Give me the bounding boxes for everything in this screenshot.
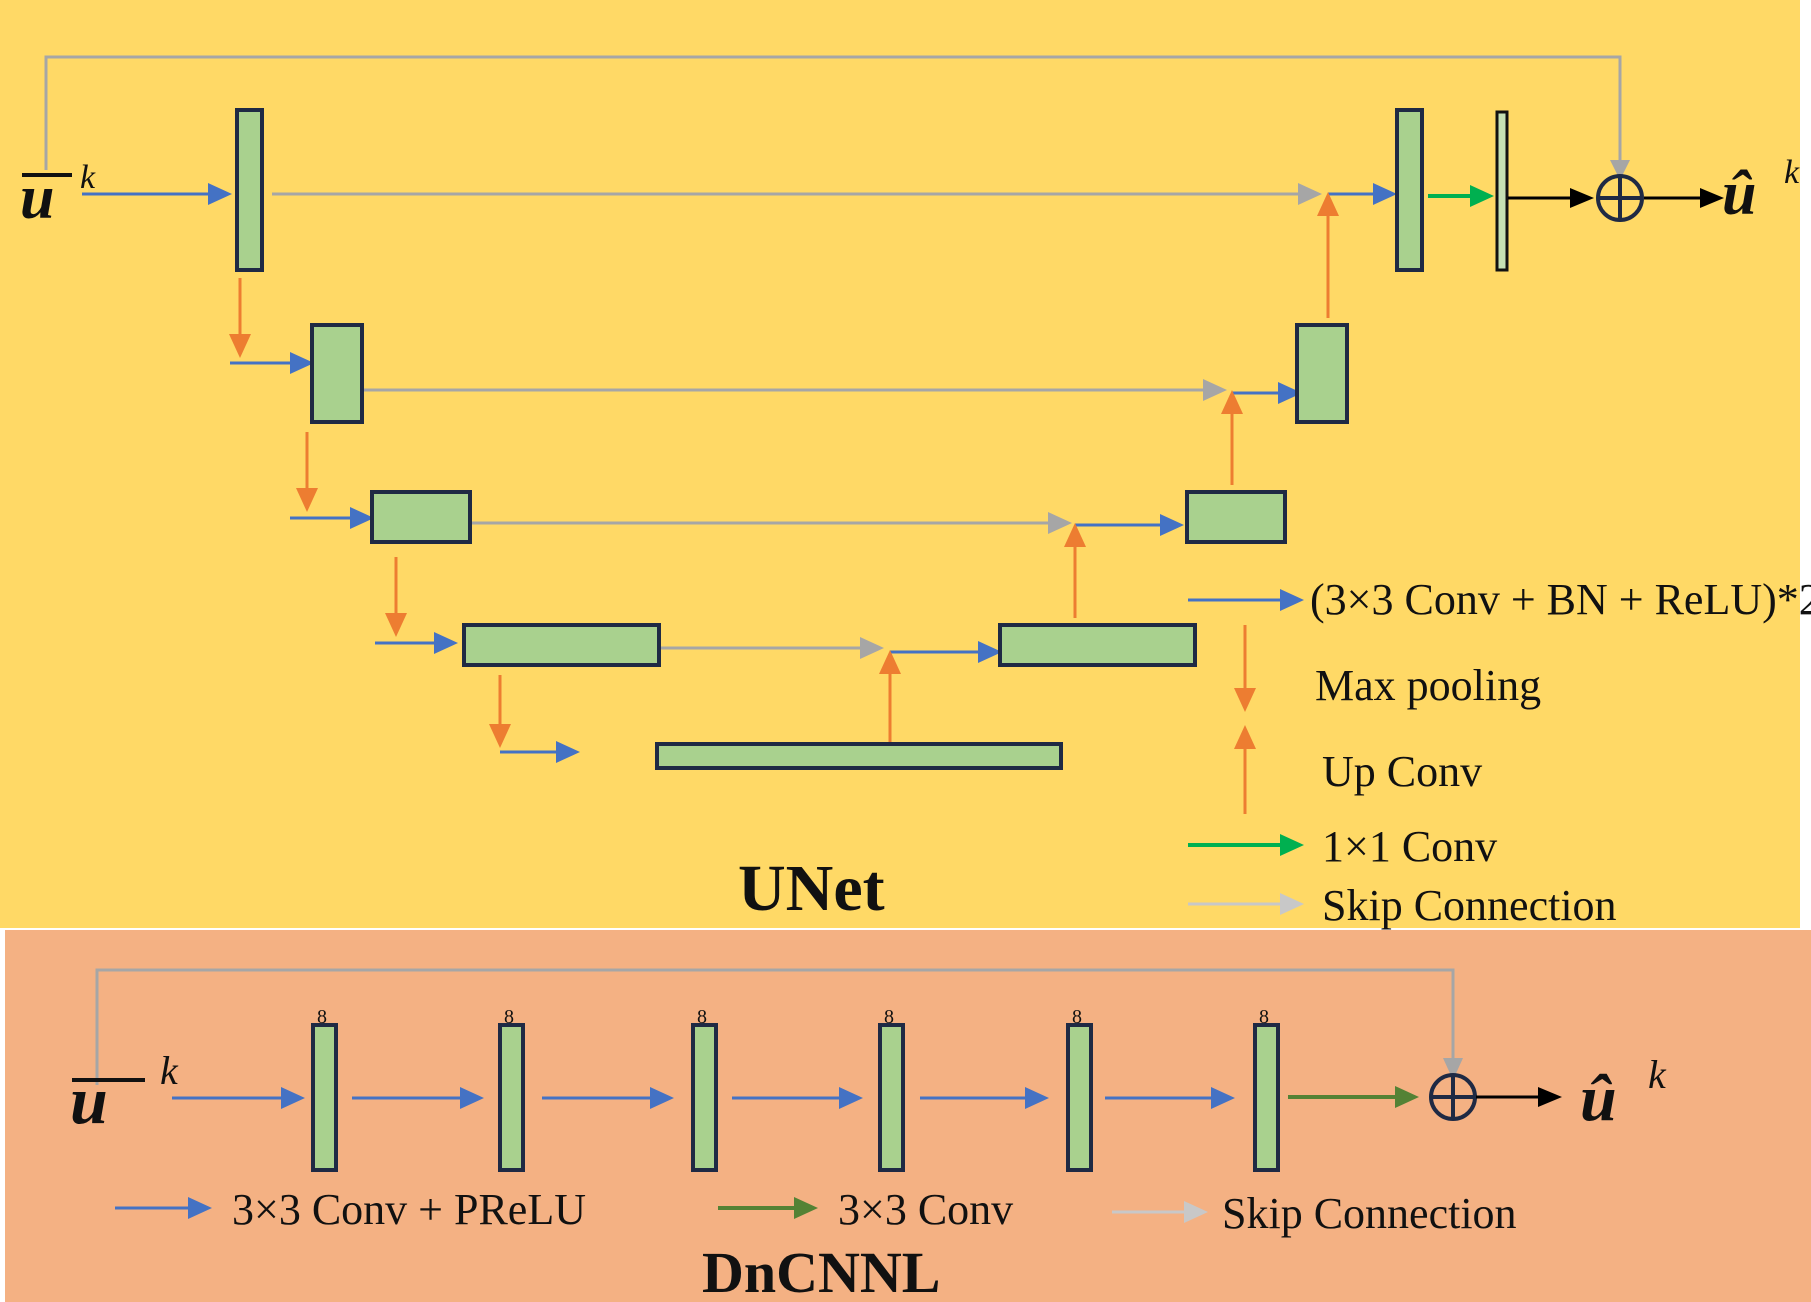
dncnn-block-1-channels: 8 [317,1006,327,1028]
unet-title: UNet [738,852,885,925]
unet-input-variable: u k [20,159,96,232]
dncnn-block-4-channels: 8 [884,1006,894,1028]
unet-output-symbol: û [1722,160,1756,228]
unet-conv-arrows [82,183,1397,763]
unet-decoder-block-2 [1295,323,1349,424]
unet-sum-node [1596,174,1644,222]
unet-bottleneck-block [655,742,1063,770]
unet-skip-connections [272,183,1322,659]
legend-skip-connection: Skip Connection [1322,881,1617,930]
dncnn-title: DnCNNL [702,1240,941,1302]
dncnn-global-skip-arrowhead [1443,1058,1463,1080]
dncnn-output-symbol: û [1580,1062,1617,1135]
dncnn-final-conv-arrowhead [1395,1086,1419,1108]
legend-max-pooling: Max pooling [1315,661,1541,710]
unet-output-arrowhead [1700,188,1724,208]
dncnn-block-3-channels: 8 [697,1006,707,1028]
unet-upconv-arrows [879,192,1339,745]
unet-global-skip-arrowhead [1610,160,1630,180]
dncnn-output-variable: û k [1580,1052,1667,1135]
dncnn-block-3 [691,1023,718,1172]
legend-up-conv: Up Conv [1322,747,1482,796]
unet-decoder-block-4 [998,623,1197,667]
unet-legend: (3×3 Conv + BN + ReLU)*2 Max pooling Up … [1188,575,1811,930]
unet-input-symbol: u [20,164,54,232]
dncnn-block-2 [498,1023,525,1172]
dncnn-block-6 [1253,1023,1280,1172]
dncnn-output-superscript: k [1648,1052,1667,1097]
dncnn-block-4 [878,1023,905,1172]
dncnn-conv-prelu-arrows [172,1087,1235,1109]
legend-conv-bn-relu: (3×3 Conv + BN + ReLU)*2 [1310,575,1811,624]
legend-conv-prelu: 3×3 Conv + PReLU [232,1185,586,1234]
dncnn-block-6-channels: 8 [1259,1006,1269,1028]
legend-dncnn-skip-connection: Skip Connection [1222,1189,1517,1238]
dncnn-input-symbol: u [70,1062,108,1138]
dncnn-output-arrowhead [1538,1087,1562,1107]
dncnn-global-skip-line [95,968,1455,1085]
unet-encoder-block-1 [235,108,264,272]
unet-to-sum-arrowhead [1570,188,1594,208]
dncnn-input-variable: u k [70,1048,179,1138]
dncnn-legend: 3×3 Conv + PReLU 3×3 Conv Skip Connectio… [115,1185,1517,1238]
unet-output-conv-block [1495,110,1509,272]
unet-panel: u k [0,0,1811,930]
unet-output-superscript: k [1784,154,1800,191]
unet-encoder-block-4 [462,623,661,667]
unet-decoder-block-3 [1185,490,1287,544]
legend-1x1-conv: 1×1 Conv [1322,822,1497,871]
unet-encoder-block-3 [370,490,472,544]
dncnn-input-superscript: k [160,1048,179,1093]
unet-global-skip-line [44,55,1622,175]
unet-background [0,0,1800,928]
legend-3x3-conv: 3×3 Conv [838,1185,1013,1234]
unet-encoder-block-2 [310,323,364,424]
dncnn-block-5-channels: 8 [1072,1006,1082,1028]
unet-1x1-conv-arrowhead [1470,185,1494,207]
dncnn-background [5,930,1811,1302]
dncnn-block-channel-labels: 8 8 8 8 8 8 [317,1006,1269,1028]
dncnn-blocks [311,1023,1280,1172]
unet-output-variable: û k [1722,154,1800,228]
dncnn-block-1 [311,1023,338,1172]
unet-maxpool-arrows [229,278,511,748]
dncnn-sum-node [1429,1073,1477,1121]
dncnn-block-2-channels: 8 [504,1006,514,1028]
dncnn-panel: u k 8 8 8 8 8 8 [5,930,1811,1302]
unet-blocks [235,108,1509,770]
unet-decoder-block-1 [1395,108,1424,272]
dncnn-block-5 [1066,1023,1093,1172]
unet-input-superscript: k [80,159,96,196]
